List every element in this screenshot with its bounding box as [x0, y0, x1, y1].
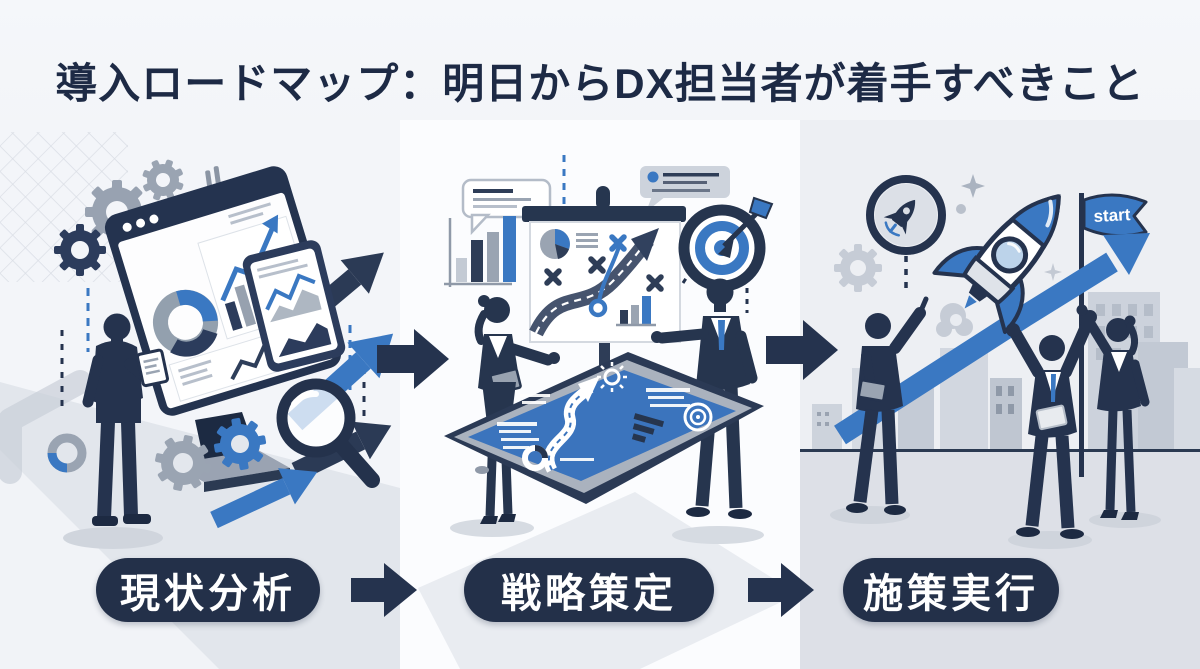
businessman-silhouette	[63, 313, 169, 549]
tablet-graphic	[242, 240, 346, 372]
up-arrow	[210, 468, 318, 529]
rocket-icon	[932, 194, 1061, 334]
whiteboard-graphic	[522, 186, 686, 412]
team-member-raising-arm	[1076, 304, 1161, 528]
rocket-smoke	[936, 303, 973, 337]
road-band	[0, 370, 92, 484]
gear-icon	[834, 244, 882, 292]
speech-bubble-icon	[640, 166, 730, 212]
rocket-badge-icon	[866, 175, 946, 294]
page-title: 導入ロードマップ：明日からDX担当者が着手すべきこと	[55, 60, 1145, 108]
donut-partial	[47, 433, 87, 473]
panel-current-analysis	[0, 120, 400, 669]
target-icon	[678, 196, 774, 292]
screen-donut	[522, 445, 548, 471]
strategy-illustration	[418, 155, 798, 669]
growth-arrow	[834, 233, 1150, 445]
step-arrow-icon	[351, 563, 417, 617]
flag-label: start	[1093, 205, 1131, 226]
dot	[956, 204, 966, 214]
bar-chart-icon	[444, 216, 516, 287]
sparkle-icon	[961, 174, 985, 198]
donut-chart	[153, 289, 219, 357]
tablet-roadmap-graphic	[444, 352, 764, 504]
gear-icon	[213, 417, 267, 471]
magnifier-icon	[276, 378, 380, 488]
step-label-analysis: 現状分析	[96, 558, 320, 622]
team-member-cheering	[1006, 310, 1097, 549]
handheld-tablet	[135, 348, 169, 388]
panel-arrow-icon	[766, 320, 838, 380]
screen-text-lines	[497, 388, 690, 461]
gear-icon	[54, 224, 106, 276]
panel-arrow-icon	[377, 329, 449, 389]
mini-bars	[616, 296, 656, 327]
screen-gear-icon	[597, 362, 627, 392]
screen-bars	[631, 413, 665, 443]
team-member-pointing	[830, 296, 929, 524]
gear-icon	[142, 159, 184, 201]
mini-report	[228, 202, 272, 225]
screen-target-icon	[683, 402, 713, 432]
pie-chart-icon	[540, 229, 570, 259]
step-arrow-icon	[748, 563, 814, 617]
presenter-woman-silhouette	[450, 295, 560, 537]
x-marks	[544, 256, 664, 292]
step-label-strategy: 戦略策定	[464, 558, 714, 622]
panel-strategy-planning	[400, 120, 800, 669]
screen-road	[543, 376, 600, 473]
strategy-road	[529, 228, 659, 337]
ground-line	[800, 449, 1200, 452]
step-label-execution: 施策実行	[843, 558, 1059, 622]
gear-icon	[155, 435, 211, 491]
sparkle-icon	[1044, 263, 1062, 281]
analysis-illustration	[0, 132, 400, 669]
